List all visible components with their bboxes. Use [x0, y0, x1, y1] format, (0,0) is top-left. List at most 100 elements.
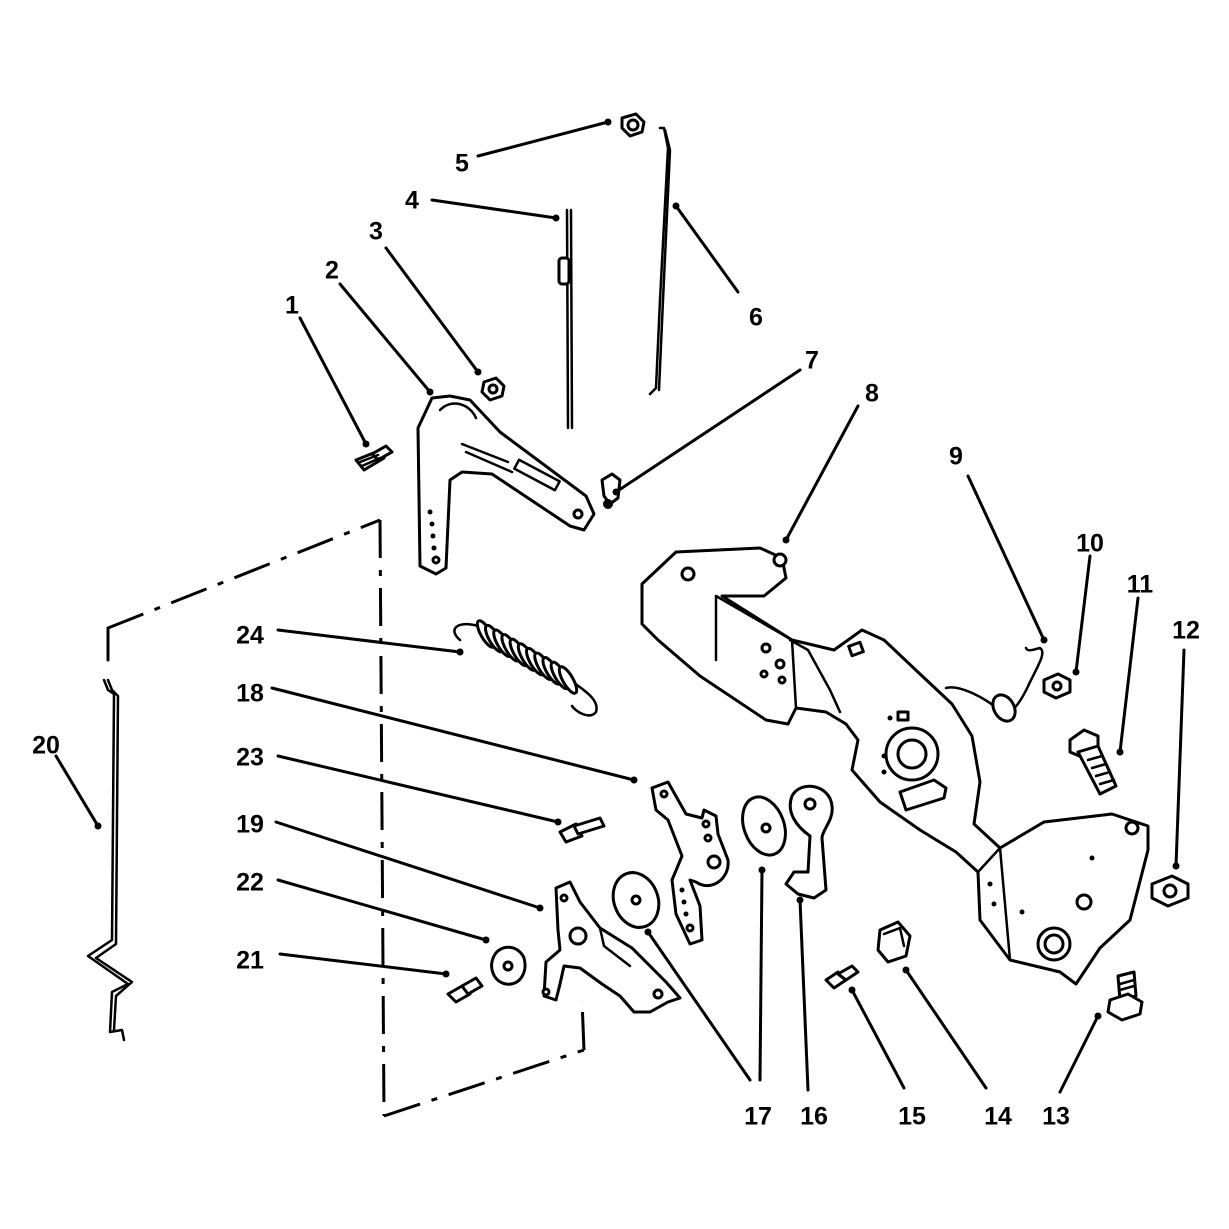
part-17-washer-a [741, 795, 787, 857]
callout-label-23: 23 [236, 744, 264, 772]
leader-line-7 [614, 368, 802, 494]
leader-dot-10 [1072, 668, 1080, 676]
callout-label-6: 6 [749, 304, 763, 332]
part-8-bracket [640, 546, 1150, 986]
leader-line-16 [798, 898, 810, 1092]
leader-line-23 [276, 754, 560, 824]
leader-line-24 [276, 628, 462, 654]
leader-line-3 [384, 246, 480, 374]
callout-label-3: 3 [369, 218, 383, 246]
callout-label-14: 14 [984, 1103, 1012, 1131]
callout-label-21: 21 [236, 947, 264, 975]
leader-line-1 [298, 316, 368, 446]
leader-dot-15 [848, 986, 856, 994]
part-20-rod [86, 678, 134, 1042]
leader-line-17-b [758, 868, 764, 1082]
part-13-bolt [1106, 970, 1144, 1022]
callout-label-17: 17 [744, 1103, 772, 1131]
callout-label-8: 8 [865, 380, 879, 408]
part-21-screw [446, 976, 484, 1004]
part-4-rod [557, 208, 574, 430]
leader-dot-9 [1040, 636, 1048, 644]
callout-label-4: 4 [405, 187, 419, 215]
part-9-spring-clip [944, 646, 1044, 723]
leader-dot-21 [442, 970, 450, 978]
part-6-rod [648, 126, 672, 396]
leader-dot-20 [94, 822, 102, 830]
leader-dot-14 [902, 966, 910, 974]
callout-label-24: 24 [236, 622, 264, 650]
leader-line-9 [966, 474, 1046, 642]
part-16-link [784, 784, 834, 900]
leader-line-8 [784, 404, 860, 542]
part-23-screw [558, 816, 606, 844]
leader-dot-16 [796, 896, 804, 904]
part-17-washer-b [611, 871, 661, 929]
leader-dot-17-b [758, 866, 766, 874]
callout-label-11: 11 [1127, 571, 1154, 599]
callout-label-13: 13 [1042, 1103, 1070, 1131]
callout-label-16: 16 [800, 1103, 828, 1131]
part-5-nut [620, 112, 646, 138]
leader-line-2 [338, 282, 432, 394]
leader-dot-12 [1172, 862, 1180, 870]
leader-dot-24 [456, 648, 464, 656]
leader-line-21 [278, 952, 448, 976]
leader-line-15 [850, 988, 906, 1090]
leader-dot-18 [630, 776, 638, 784]
part-18-lever [650, 780, 730, 946]
leader-dot-11 [1116, 748, 1124, 756]
spring-coil [557, 665, 579, 695]
part-2-lever [416, 394, 596, 576]
callout-label-10: 10 [1076, 530, 1104, 558]
leader-line-12 [1174, 648, 1186, 868]
callout-label-7: 7 [805, 347, 819, 375]
leader-dot-23 [554, 818, 562, 826]
leader-line-5 [476, 120, 610, 158]
leader-line-4 [430, 198, 558, 220]
callout-label-15: 15 [898, 1103, 926, 1131]
leader-dot-22 [482, 936, 490, 944]
leader-lines [54, 118, 1186, 1094]
callout-label-1: 1 [285, 292, 299, 320]
leader-line-6 [674, 204, 740, 294]
leader-dot-5 [604, 118, 612, 126]
callout-label-12: 12 [1172, 617, 1200, 645]
leader-line-11 [1118, 596, 1140, 754]
part-14-clamp [876, 920, 912, 964]
callout-label-2: 2 [325, 257, 339, 285]
leader-line-22 [276, 878, 488, 942]
part-19-lever [541, 880, 682, 1014]
leader-line-13 [1058, 1014, 1100, 1094]
callout-label-5: 5 [455, 150, 469, 178]
part-10-nut [1042, 672, 1072, 700]
leader-dot-2 [426, 388, 434, 396]
part-7-clip [600, 472, 622, 509]
part-24-spring [453, 619, 598, 717]
part-22-washer [490, 945, 527, 986]
part-1-bolt [354, 444, 394, 472]
leader-dot-7 [612, 488, 620, 496]
leader-line-17 [646, 930, 752, 1082]
leader-dot-17 [644, 928, 652, 936]
callout-label-18: 18 [236, 680, 264, 708]
leader-dot-6 [672, 202, 680, 210]
leader-dot-8 [782, 536, 790, 544]
leader-dot-13 [1094, 1012, 1102, 1020]
callout-label-20: 20 [32, 732, 60, 760]
callout-label-19: 19 [236, 811, 264, 839]
leader-line-19 [274, 820, 542, 910]
part-11-bolt [1068, 728, 1118, 796]
part-15-screw [824, 964, 860, 990]
part-3-nut [480, 376, 506, 402]
leader-dot-3 [474, 368, 482, 376]
callout-label-22: 22 [236, 869, 264, 897]
leader-line-18 [270, 686, 636, 782]
part-12-nut [1150, 874, 1190, 908]
assembly-lines [106, 518, 586, 1118]
leader-line-20 [54, 754, 100, 828]
leader-dot-1 [362, 440, 370, 448]
leader-line-10 [1074, 554, 1092, 674]
